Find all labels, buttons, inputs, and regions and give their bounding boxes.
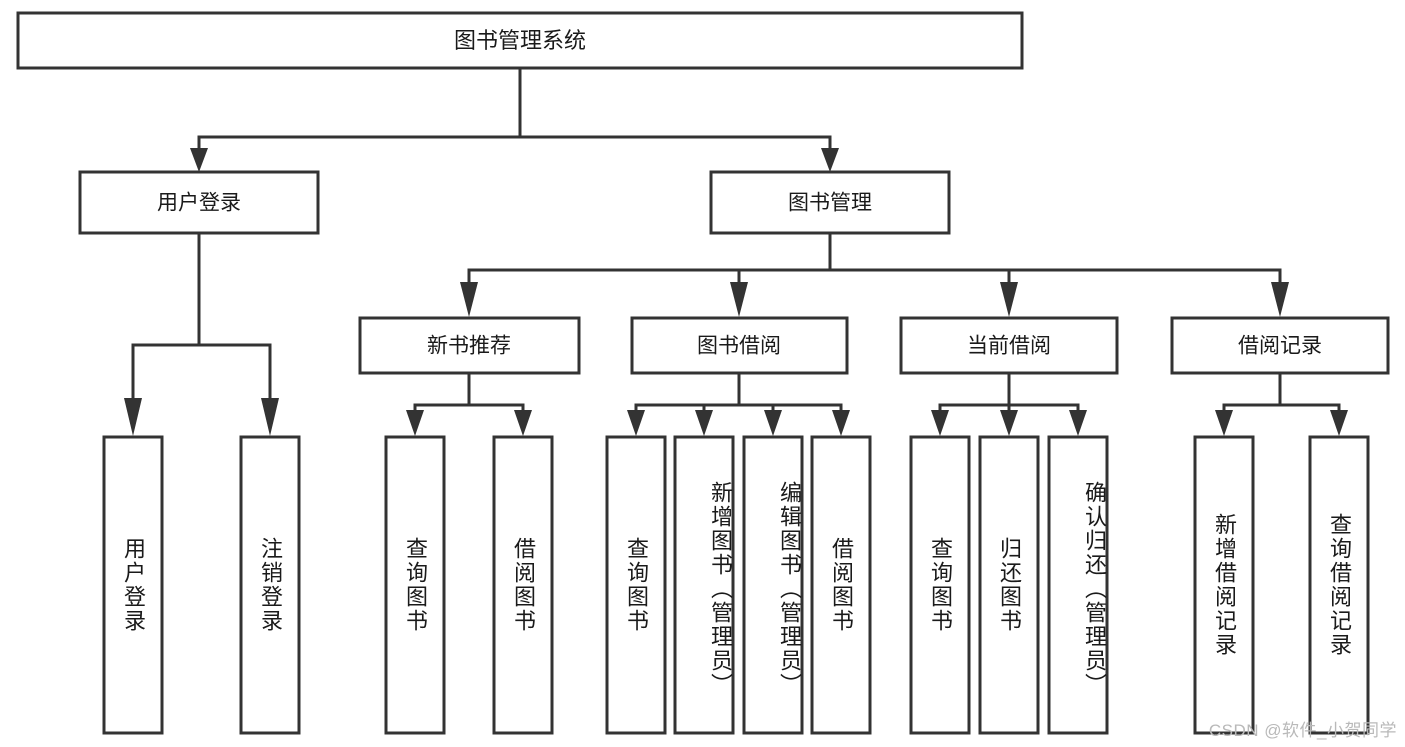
node-box-borrow-record[interactable] bbox=[1170, 316, 1390, 375]
node-label-user-login: 用户登录 bbox=[157, 192, 241, 215]
arrow-head-book-management bbox=[821, 148, 839, 172]
arrow-head-leaf-query-record bbox=[1330, 410, 1348, 436]
arrow-head-leaf-query-book-2 bbox=[627, 410, 645, 436]
node-current-borrow[interactable]: 当前借阅 bbox=[899, 316, 1119, 375]
leaf-box-user-login[interactable] bbox=[102, 435, 164, 735]
arrow-head-leaf-logout-login bbox=[261, 398, 279, 436]
arrow-head-borrow-record bbox=[1271, 282, 1289, 317]
arrow-head-leaf-return-book bbox=[1000, 410, 1018, 436]
arrow-head-leaf-edit-book bbox=[764, 410, 782, 436]
node-user-login[interactable]: 用户登录 bbox=[78, 170, 320, 235]
leaf-box-edit-book[interactable] bbox=[742, 435, 804, 735]
arrow-head-user-login bbox=[190, 148, 208, 172]
leaf-box-return-book[interactable] bbox=[978, 435, 1040, 735]
node-book-management-system[interactable]: 图书管理系统 bbox=[16, 11, 1024, 70]
node-box-current-borrow[interactable] bbox=[899, 316, 1119, 375]
leaf-box-borrow-book-2[interactable] bbox=[810, 435, 872, 735]
leaf-box-query-book-1[interactable] bbox=[384, 435, 446, 735]
node-book-borrow[interactable]: 图书借阅 bbox=[630, 316, 849, 375]
leaf-box-confirm-return[interactable] bbox=[1047, 435, 1109, 735]
arrow-head-leaf-borrow-book-1 bbox=[514, 410, 532, 436]
leaf-box-add-record[interactable] bbox=[1193, 435, 1255, 735]
node-new-book-recommend[interactable]: 新书推荐 bbox=[358, 316, 581, 375]
arrow-head-leaf-borrow-book-2 bbox=[832, 410, 850, 436]
watermark-text: CSDN @软件_小贺同学 bbox=[1208, 721, 1397, 740]
node-label-root: 图书管理系统 bbox=[454, 28, 586, 53]
node-label-borrow-record: 借阅记录 bbox=[1238, 335, 1322, 358]
leaf-box-borrow-book-1[interactable] bbox=[492, 435, 554, 735]
leaf-box-query-record[interactable] bbox=[1308, 435, 1370, 735]
node-label-book-management: 图书管理 bbox=[788, 192, 872, 215]
leaf-box-add-book[interactable] bbox=[673, 435, 735, 735]
leaf-box-layer bbox=[102, 435, 1370, 735]
node-book-management[interactable]: 图书管理 bbox=[709, 170, 951, 235]
node-label-current-borrow: 当前借阅 bbox=[967, 335, 1051, 358]
connector-layer bbox=[124, 66, 1348, 436]
arrow-head-leaf-query-book-3 bbox=[931, 410, 949, 436]
node-borrow-record[interactable]: 借阅记录 bbox=[1170, 316, 1390, 375]
node-box-root[interactable] bbox=[16, 11, 1024, 70]
node-box-user-login[interactable] bbox=[78, 170, 320, 235]
leaf-box-query-book-2[interactable] bbox=[605, 435, 667, 735]
arrow-head-leaf-user-login bbox=[124, 398, 142, 436]
arrow-head-book-borrow bbox=[730, 282, 748, 317]
node-label-book-borrow: 图书借阅 bbox=[697, 335, 781, 358]
arrow-head-leaf-add-record bbox=[1215, 410, 1233, 436]
leaf-box-logout-login[interactable] bbox=[239, 435, 301, 735]
arrow-head-leaf-query-book-1 bbox=[406, 410, 424, 436]
node-label-new-book-recommend: 新书推荐 bbox=[427, 335, 511, 358]
node-box-book-borrow[interactable] bbox=[630, 316, 849, 375]
node-box-book-management[interactable] bbox=[709, 170, 951, 235]
arrow-head-leaf-confirm-return bbox=[1069, 410, 1087, 436]
node-box-new-book-recommend[interactable] bbox=[358, 316, 581, 375]
arrow-head-leaf-add-book bbox=[695, 410, 713, 436]
arrow-head-new-book-recommend bbox=[460, 282, 478, 317]
arrow-head-current-borrow bbox=[1000, 282, 1018, 317]
leaf-box-query-book-3[interactable] bbox=[909, 435, 971, 735]
